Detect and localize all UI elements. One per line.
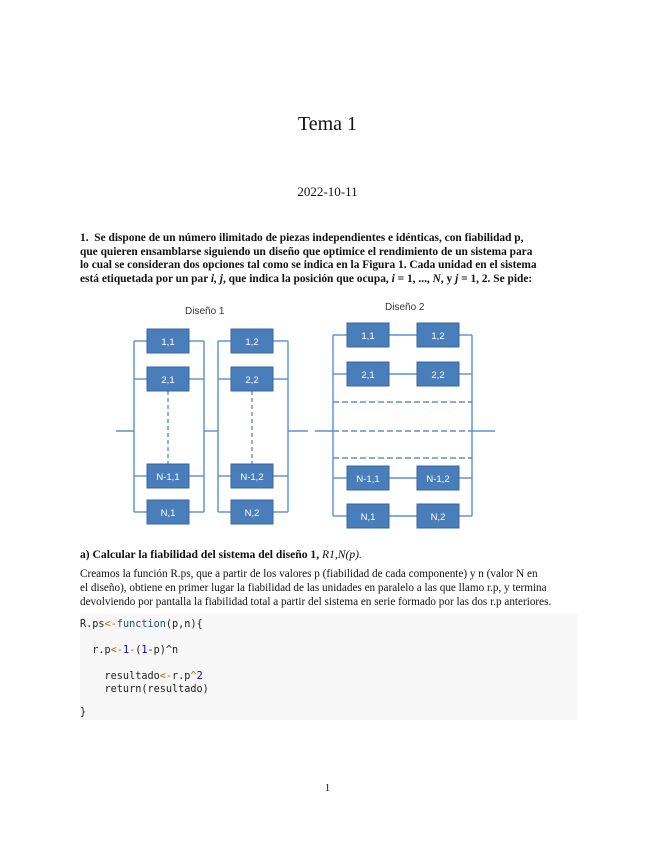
design-2-boxes: 1,1 1,2 2,1 2,2 N-1,1 N-1,2 N,1 N,2 (346, 322, 460, 529)
d1-label-2-2: 2,2 (245, 375, 258, 386)
code-line-5: } (80, 707, 87, 718)
d1-box-n1-2 (230, 463, 274, 489)
d2-label-n-1: N,1 (361, 512, 376, 523)
d2-label-2-2: 2,2 (431, 370, 444, 381)
problem-line-2: que quieren ensamblarse siguiendo un dis… (80, 245, 533, 258)
index-n: N (432, 273, 441, 286)
para-line-1: Creamos la función R.ps, que a partir de… (80, 568, 538, 580)
section-a-heading: a) Calcular la fiabilidad del sistema de… (80, 548, 577, 561)
d2-box-1-2 (416, 322, 460, 348)
code-block: R.ps<-function(p,n){ r.p<-1-(1-p)^n resu… (80, 614, 577, 720)
problem-text-4i: = 1, 2. Se pide: (458, 273, 533, 286)
code-line-4: return(resultado) (80, 684, 209, 695)
figure-1-designs: Diseño 1 Diseño 2 1,1 2,1 N-1,1 N,1 1,2 … (116, 302, 495, 529)
problem-text-4g: , y (440, 273, 456, 286)
explanation-paragraph: Creamos la función R.ps, que a partir de… (80, 567, 577, 609)
problem-text-4a: está etiquetada por un par (80, 273, 211, 286)
d1-box-n-1 (146, 499, 190, 525)
code-line-2: r.p<-1-(1-p)^n (80, 645, 179, 656)
d2-box-1-1 (346, 322, 390, 348)
d1-label-n1-2: N-1,2 (240, 472, 263, 483)
document-date: 2022-10-11 (297, 184, 358, 199)
section-a-math: R1,N(p). (322, 548, 362, 561)
para-line-2: el diseño), obtiene en primer lugar la f… (80, 582, 547, 594)
d1-label-n1-1: N-1,1 (156, 472, 179, 483)
d2-label-2-1: 2,1 (361, 370, 374, 381)
index-pair: i, j (210, 273, 223, 286)
design-2-label: Diseño 2 (385, 302, 425, 313)
d2-label-1-1: 1,1 (361, 331, 374, 342)
design-1-label: Diseño 1 (185, 306, 225, 317)
problem-number: 1. (80, 232, 89, 244)
index-i: i (391, 273, 395, 286)
para-line-3: devolviendo por pantalla la fiabilidad t… (80, 596, 552, 608)
d2-box-n1-1 (346, 465, 390, 491)
d2-label-n-2: N,2 (431, 512, 446, 523)
d2-box-2-1 (346, 361, 390, 387)
d1-box-1-1 (146, 328, 190, 354)
design-1-boxes: 1,1 2,1 N-1,1 N,1 1,2 2,2 N-1,2 N,2 (146, 328, 274, 525)
d1-box-1-2 (230, 328, 274, 354)
d1-box-n1-1 (146, 463, 190, 489)
d1-label-n-2: N,2 (245, 508, 260, 519)
problem-text-4e: = 1, ..., (394, 273, 433, 286)
d1-label-n-1: N,1 (161, 508, 176, 519)
problem-text-1: Se dispone de un número ilimitado de pie… (94, 232, 524, 244)
problem-line-1: 1. Se dispone de un número ilimitado de … (80, 232, 577, 246)
problem-statement: 1. Se dispone de un número ilimitado de … (80, 232, 577, 287)
d2-label-n1-2: N-1,2 (426, 474, 449, 485)
code-line-3: resultado<-r.p^2 (80, 671, 203, 682)
page-number: 1 (324, 782, 331, 794)
problem-line-4: está etiquetada por un par i, j, que ind… (80, 273, 577, 287)
problem-line-3: lo cual se consideran dos opciones tal c… (80, 259, 537, 272)
d1-box-n-2 (230, 499, 274, 525)
code-line-1: R.ps<-function(p,n){ (80, 619, 203, 630)
d2-box-n-2 (416, 503, 460, 529)
problem-text-4c: , que indica la posición que ocupa, (222, 273, 392, 286)
section-a-text: a) Calcular la fiabilidad del sistema de… (80, 548, 320, 561)
d2-box-n-1 (346, 503, 390, 529)
d1-label-1-2: 1,2 (245, 337, 258, 348)
d1-label-1-1: 1,1 (161, 337, 174, 348)
d2-label-n1-1: N-1,1 (356, 474, 379, 485)
d1-box-2-1 (146, 366, 190, 392)
d1-label-2-1: 2,1 (161, 375, 174, 386)
d1-box-2-2 (230, 366, 274, 392)
d2-box-2-2 (416, 361, 460, 387)
document-title: Tema 1 (297, 113, 358, 135)
d2-box-n1-2 (416, 465, 460, 491)
d2-label-1-2: 1,2 (431, 331, 444, 342)
index-j: j (455, 273, 459, 286)
